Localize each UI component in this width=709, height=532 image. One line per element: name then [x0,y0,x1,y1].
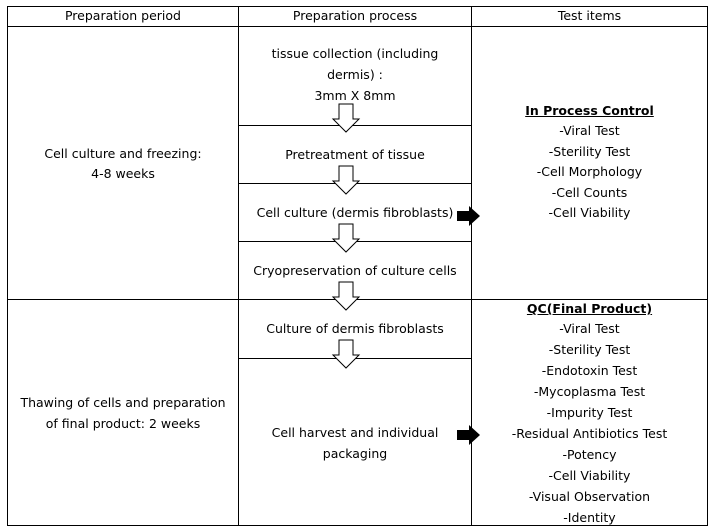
test-item: -Cell Counts [551,184,628,200]
test-item: -Viral Test [559,321,620,336]
border-col1-col2 [238,6,239,526]
header-preparation-process: Preparation process [292,8,418,23]
test-item: -Endotoxin Test [541,363,638,378]
period-second-line1: Thawing of cells and preparation [20,395,226,410]
test-item: -Cell Viability [548,468,631,483]
step-culture-dermis: Culture of dermis fibroblasts [266,321,444,336]
divider-step1 [238,125,472,126]
step-cryopreservation: Cryopreservation of culture cells [253,263,457,278]
period-second-line2: of final product: 2 weeks [45,416,201,431]
border-header-bottom [7,26,708,27]
down-arrow-icon [331,103,361,133]
border-right [707,6,708,526]
step-tissue-collection-line1: tissue collection (including [271,46,439,61]
down-arrow-icon [331,281,361,311]
test-item: -Cell Viability [548,205,631,220]
step-harvest-line2: packaging [322,446,388,461]
step-harvest-line1: Cell harvest and individual [271,425,439,440]
header-preparation-period: Preparation period [64,8,181,23]
border-bottom [7,525,708,526]
test-item: -Sterility Test [548,143,631,159]
test-item: -Impurity Test [546,405,633,420]
down-arrow-icon [331,165,361,195]
test-item: -Visual Observation [528,489,651,504]
step-tissue-collection-line3: 3mm X 8mm [314,88,396,103]
header-test-items: Test items [557,8,622,23]
step-cell-culture: Cell culture (dermis fibroblasts) [256,205,454,220]
border-left [7,6,8,526]
down-arrow-icon [331,223,361,253]
right-arrow-icon [457,425,480,445]
test-item: -Mycoplasma Test [533,384,646,399]
border-col2-col3 [471,6,472,526]
test-item: -Sterility Test [548,342,631,357]
border-top [7,6,708,7]
right-arrow-icon [457,206,480,226]
step-pretreatment: Pretreatment of tissue [285,147,425,162]
border-section-divider [7,299,708,300]
period-first-line1: Cell culture and freezing: [44,146,202,161]
test-item: -Cell Morphology [536,164,643,179]
qc-title: QC(Final Product) [526,301,653,316]
ipc-title: In Process Control [525,103,654,118]
test-item: -Identity [563,510,616,525]
step-tissue-collection-line2: dermis) : [327,67,383,82]
period-first-line2: 4-8 weeks [91,166,155,181]
down-arrow-icon [331,339,361,369]
test-item: -Viral Test [559,123,620,138]
test-item: -Residual Antibiotics Test [511,426,668,441]
test-item: -Potency [562,447,617,462]
